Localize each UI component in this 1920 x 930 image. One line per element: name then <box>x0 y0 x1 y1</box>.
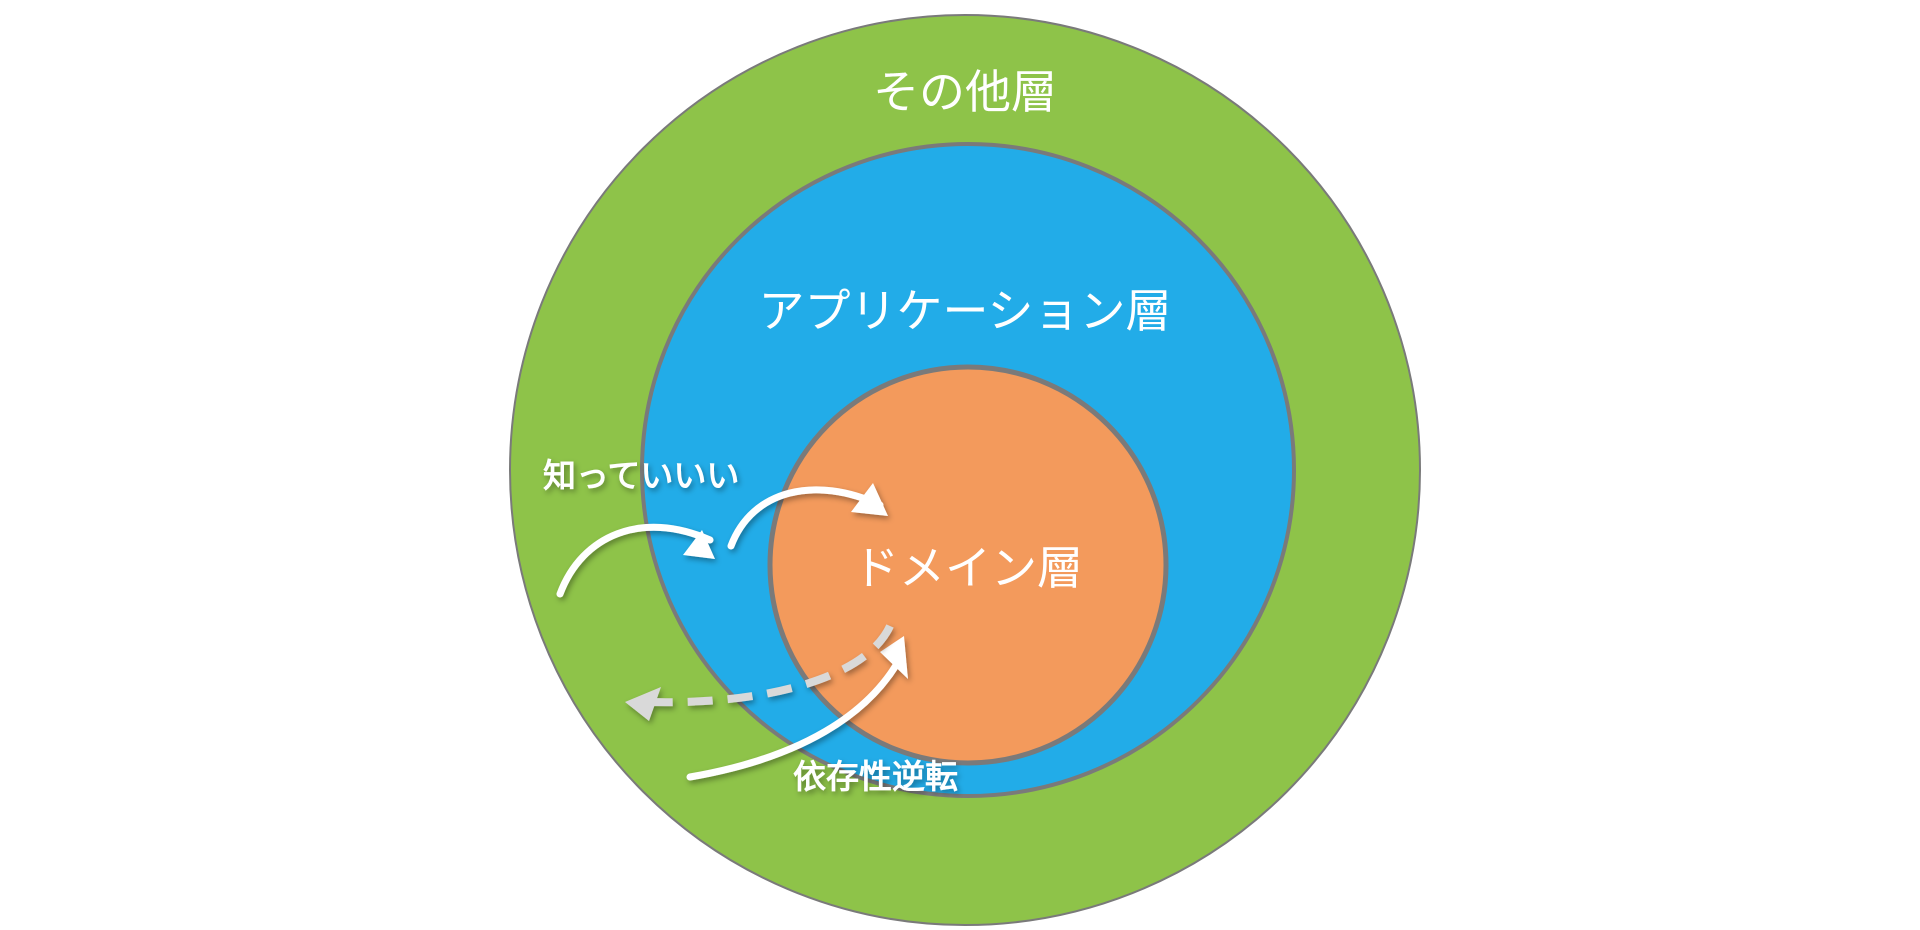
domain-layer-label: ドメイン層 <box>853 541 1083 595</box>
allowed-dependency-arrow-inner <box>727 483 888 550</box>
dependency-inversion-label: 依存性逆転 <box>793 757 958 796</box>
domain-layer-circle <box>767 364 1169 766</box>
dependency-inversion-dashed-arrow <box>625 624 894 721</box>
allowed-dependency-label: 知っていいい <box>543 456 739 495</box>
application-layer-label: アプリケーション層 <box>758 284 1171 338</box>
dependency-inversion-arrow <box>686 636 908 781</box>
outer-layer-label: その他層 <box>873 65 1057 119</box>
allowed-dependency-arrow-outer <box>556 523 715 598</box>
